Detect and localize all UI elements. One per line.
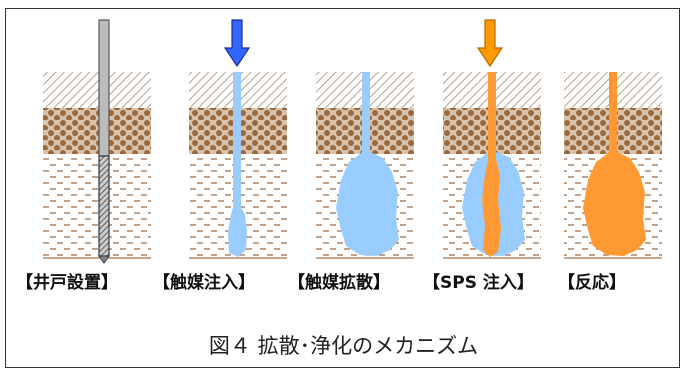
step-label-catalyst-injection: 【触媒注入】 — [153, 273, 255, 293]
gravel-layer — [43, 108, 151, 154]
catalyst-plume — [228, 72, 247, 257]
panel-reaction — [564, 72, 662, 259]
figure-caption: 図４ 拡散･浄化のメカニズム — [208, 334, 479, 358]
step-label-catalyst-diffusion: 【触媒拡散】 — [288, 273, 390, 293]
well-screen — [98, 155, 110, 257]
well-casing — [98, 19, 110, 157]
clay-layer — [43, 154, 151, 258]
sps-plume — [482, 72, 501, 257]
sps-arrow-icon — [476, 19, 504, 68]
step-label-well: 【井戸設置】 — [16, 273, 118, 293]
step-label-sps-injection: 【SPS 注入】 — [423, 273, 534, 293]
panel-sps-injection — [443, 19, 541, 259]
panel-catalyst-diffusion — [316, 72, 414, 259]
panel-well-installation — [43, 19, 151, 264]
catalyst-arrow-icon — [223, 19, 251, 68]
topsoil-layer — [43, 72, 151, 108]
step-label-reaction: 【反応】 — [558, 273, 626, 293]
figure-frame — [5, 8, 680, 368]
well-tip — [98, 255, 110, 264]
reacted-zone — [583, 72, 646, 256]
diffused-catalyst — [336, 72, 399, 256]
panel-catalyst-injection — [189, 19, 287, 259]
